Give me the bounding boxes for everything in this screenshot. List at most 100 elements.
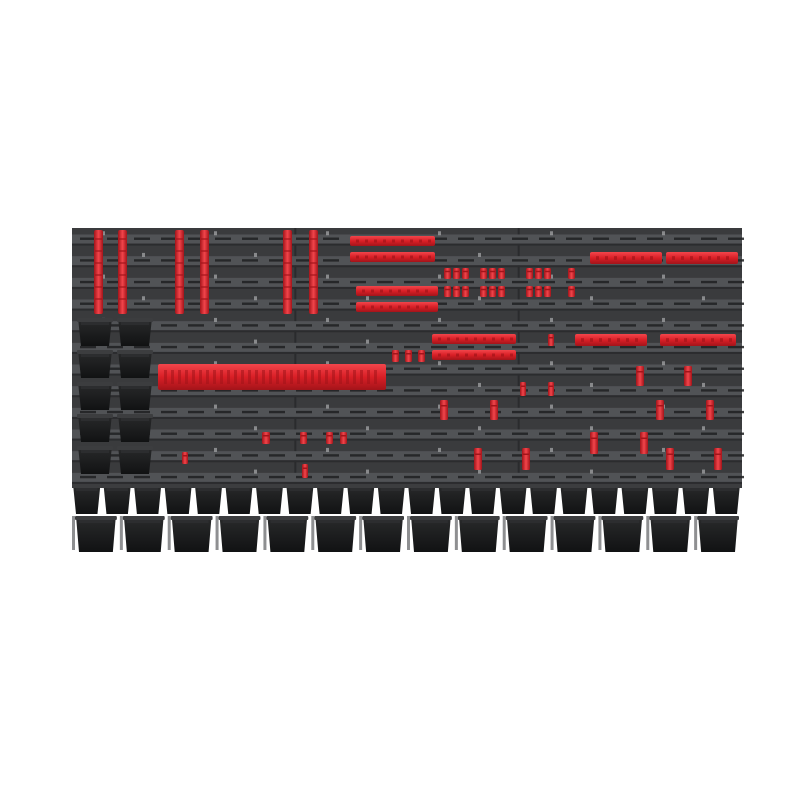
bin-body	[73, 484, 101, 514]
rail-slot	[701, 367, 717, 370]
rail-slot	[566, 454, 582, 457]
rail-slot	[728, 345, 744, 349]
rail-slot	[701, 454, 717, 457]
red-clip-line	[491, 405, 497, 407]
rail-slot	[620, 237, 636, 240]
row-bin-large-group	[598, 516, 602, 550]
red-clip-holder	[440, 400, 448, 420]
red-clip-line	[393, 353, 398, 355]
small-bin	[77, 350, 113, 378]
rail-slot	[701, 345, 717, 349]
mount-hole	[550, 361, 553, 366]
red-vertical-ring	[284, 298, 291, 300]
rail-shadow	[72, 330, 742, 333]
red-tray-slot	[234, 370, 237, 384]
red-clip-body	[489, 286, 496, 297]
rail-slot	[188, 475, 204, 479]
red-vertical-ring	[95, 250, 102, 252]
bin-hanger	[359, 516, 363, 550]
rail-slot	[188, 302, 204, 305]
rail-slot	[593, 324, 609, 327]
bin-lip	[81, 450, 109, 453]
rail-slot	[728, 324, 744, 327]
rail-slot	[404, 345, 420, 349]
bin-body	[133, 484, 162, 514]
bin-body	[554, 516, 595, 552]
red-vertical-ring	[95, 274, 102, 276]
red-vertical-holder	[200, 230, 209, 314]
rail-slot	[458, 432, 474, 435]
red-bar-notch	[419, 239, 422, 243]
red-clip-holder	[498, 268, 505, 279]
rail-slot	[350, 280, 366, 284]
rail-slot	[134, 237, 150, 240]
rail-slot	[674, 237, 690, 240]
row-bin-small	[285, 484, 315, 514]
bin-rim	[117, 382, 153, 386]
bin-lip	[532, 488, 555, 491]
bin-lip	[605, 520, 640, 523]
bin-lip	[685, 488, 707, 491]
red-clip-holder	[522, 448, 530, 470]
rail-slot	[80, 410, 96, 414]
mount-hole	[214, 231, 217, 236]
red-clip-line	[521, 385, 525, 387]
bin-lip	[471, 488, 494, 491]
row-bin-large	[314, 516, 357, 552]
rail-slot	[161, 302, 177, 305]
rail-slot	[566, 259, 582, 262]
small-bin	[117, 446, 153, 474]
red-vertical-body	[200, 230, 209, 314]
rail-slot	[458, 259, 474, 262]
red-clip-holder	[480, 286, 487, 297]
bin-rim	[170, 516, 213, 520]
red-clip-body	[548, 382, 554, 396]
rail-slot	[647, 389, 663, 392]
row-bin-large	[266, 516, 309, 552]
rail-slot	[107, 389, 123, 392]
rail-slot	[701, 302, 717, 305]
red-vertical-body	[94, 230, 103, 314]
rail-slot	[566, 237, 582, 240]
rail-slot	[485, 237, 501, 240]
red-bar-notch	[425, 305, 428, 309]
red-clip-line	[481, 270, 486, 273]
red-tray-slot	[290, 370, 293, 384]
rail-slot	[134, 259, 150, 262]
red-tray-slot	[164, 370, 167, 384]
red-clip-line	[641, 437, 647, 439]
bin-lip	[76, 488, 98, 491]
red-bar-notch	[407, 305, 410, 309]
red-clip-holder	[526, 268, 533, 279]
bin-rim	[601, 516, 644, 520]
bin-rim	[505, 516, 548, 520]
bin-lip	[121, 450, 149, 453]
row-bin-large-group	[502, 516, 506, 550]
red-bar-notch	[407, 289, 410, 293]
mount-hole	[438, 361, 441, 366]
red-bar-notch	[510, 353, 513, 357]
mount-hole	[702, 382, 705, 387]
red-clip-body	[453, 268, 460, 279]
rail-slot	[620, 302, 636, 305]
row-bin-small	[102, 484, 132, 514]
rail-slot	[674, 280, 690, 284]
rail-slot	[647, 302, 663, 305]
row-bin-small	[254, 484, 285, 514]
red-tray-slot	[213, 370, 216, 384]
rail-slot	[80, 302, 96, 305]
rail-slot	[269, 345, 285, 349]
mount-hole	[438, 404, 441, 409]
mount-hole	[702, 426, 705, 431]
red-clip-holder	[498, 286, 505, 297]
red-clip-line	[536, 270, 541, 273]
rail-slot	[485, 345, 501, 349]
red-clip-holder	[418, 350, 425, 362]
bin-rim	[528, 484, 559, 488]
rail-slot	[431, 302, 447, 305]
bin-lip	[121, 386, 149, 389]
red-bar-notch	[626, 338, 629, 342]
mount-hole	[326, 447, 329, 452]
rail-slot	[539, 237, 555, 240]
mount-hole	[550, 231, 553, 236]
